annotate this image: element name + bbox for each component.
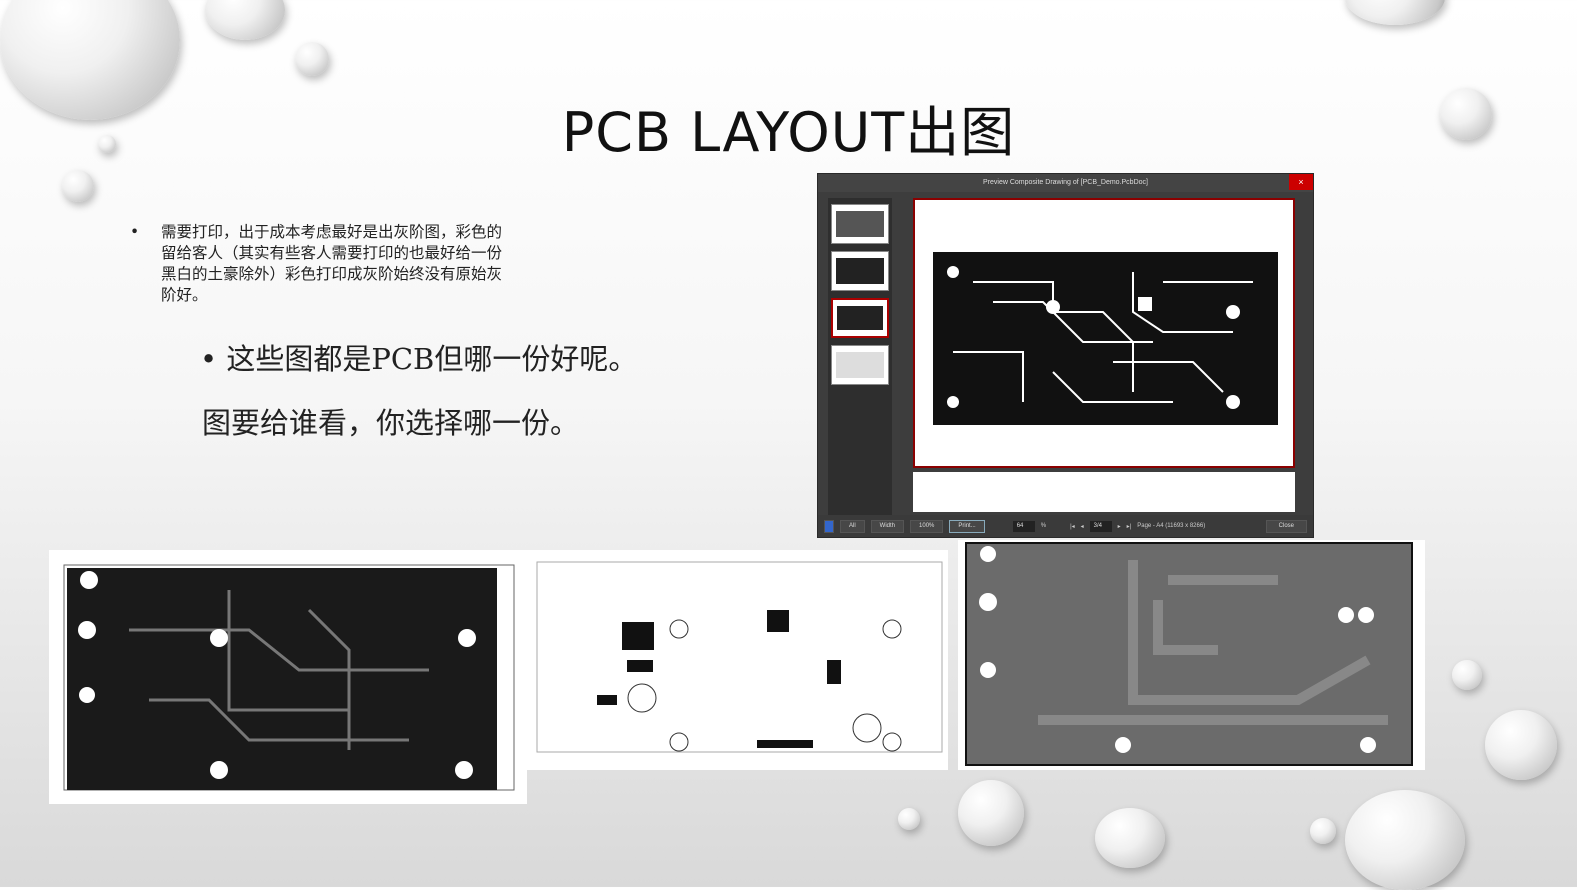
water-drop — [1345, 790, 1465, 890]
page-info: Page - A4 (11693 x 8266) — [1137, 523, 1206, 529]
slide-title: PCB LAYOUT出图 — [561, 101, 1016, 164]
fit-width-button[interactable]: Width — [870, 519, 905, 533]
water-drop — [1095, 808, 1165, 868]
first-page-button[interactable]: |◂ — [1070, 523, 1075, 530]
next-page-button[interactable]: ▸ — [1117, 523, 1121, 530]
bullet-2-text: 这些图都是PCB但哪一份好呢。 — [226, 342, 638, 376]
pcb-image-black — [49, 550, 527, 804]
water-drop — [958, 780, 1024, 846]
zoom-input[interactable]: 64 — [1012, 520, 1035, 532]
thumbnail-page-2[interactable] — [831, 251, 889, 291]
print-button[interactable]: Print... — [949, 519, 985, 533]
close-button[interactable]: Close — [1265, 519, 1307, 533]
window-titlebar: Preview Composite Drawing of [PCB_Demo.P… — [818, 174, 1313, 192]
water-drop — [1345, 0, 1445, 25]
preview-window: Preview Composite Drawing of [PCB_Demo.P… — [817, 173, 1314, 538]
question-text: 图要给谁看，你选择哪一份。 — [202, 406, 580, 440]
zoom-unit: % — [1040, 523, 1047, 529]
water-drop — [205, 0, 285, 40]
water-drop — [1440, 88, 1492, 140]
bullet-1-text: 需要打印，出于成本考虑最好是出灰阶图，彩色的留给客人（其实有些客人需要打印的也最… — [161, 223, 503, 304]
preview-page — [913, 198, 1295, 468]
water-drop — [98, 135, 116, 153]
page-thumbnails — [828, 198, 892, 516]
thumbnail-page-1[interactable] — [831, 204, 889, 244]
thumbnail-page-3[interactable] — [831, 298, 889, 338]
thumbnail-toggle-icon[interactable] — [824, 519, 834, 533]
bullet-2: • 这些图都是PCB但哪一份好呢。 — [200, 336, 637, 378]
close-icon[interactable]: × — [1289, 174, 1313, 190]
last-page-button[interactable]: ▸| — [1126, 523, 1132, 530]
water-drop — [1452, 660, 1482, 690]
water-drop — [62, 170, 94, 202]
fit-all-button[interactable]: All — [840, 519, 865, 533]
pcb-image-gray — [958, 540, 1425, 770]
preview-next-page — [913, 472, 1295, 512]
window-title: Preview Composite Drawing of [PCB_Demo.P… — [983, 179, 1148, 186]
bullet-mark: • — [130, 223, 140, 241]
bullet-mark: • — [200, 342, 218, 376]
water-drop — [1485, 710, 1557, 780]
thumbnail-page-4[interactable] — [831, 345, 889, 385]
water-drop — [898, 808, 920, 830]
prev-page-button[interactable]: ◂ — [1080, 523, 1084, 530]
pcb-preview-image — [933, 252, 1278, 425]
bullet-1: • 需要打印，出于成本考虑最好是出灰阶图，彩色的留给客人（其实有些客人需要打印的… — [130, 222, 510, 306]
water-drop — [1310, 818, 1336, 844]
preview-toolbar: All Width 100% Print... 64 % |◂ ◂ 3/4 ▸ … — [818, 515, 1313, 537]
page-input[interactable]: 3/4 — [1089, 520, 1112, 532]
water-drop — [295, 42, 329, 76]
zoom-100-button[interactable]: 100% — [910, 519, 944, 533]
pcb-image-white — [527, 550, 948, 770]
